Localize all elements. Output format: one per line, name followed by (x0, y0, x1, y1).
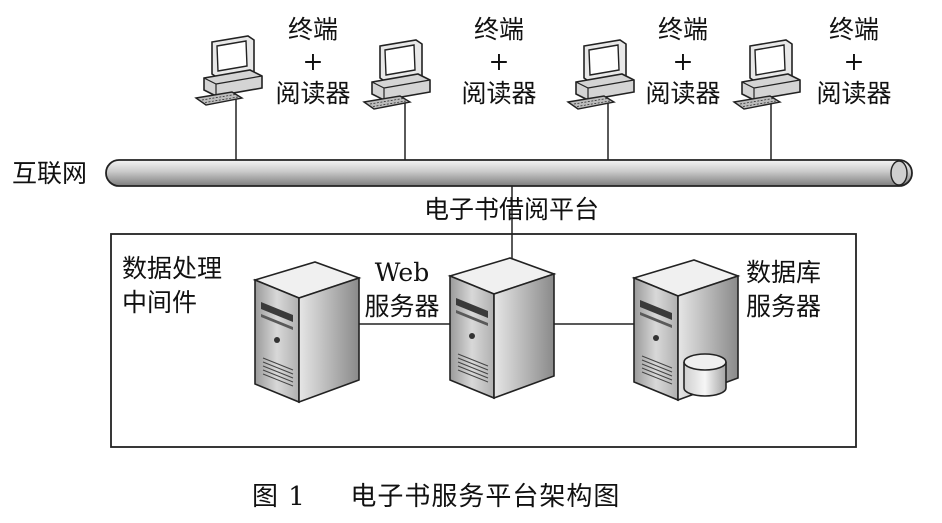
web-server-icon (449, 257, 555, 399)
terminal-label-4: 终端 + 阅读器 (816, 15, 892, 108)
figure-caption: 图 1 电子书服务平台架构图 (252, 476, 620, 513)
platform-boundary (110, 233, 857, 448)
internet-backbone (105, 159, 913, 187)
middleware-server-icon (254, 261, 360, 403)
terminal-computer-icon-2 (363, 39, 431, 110)
terminal-label-2: 终端 + 阅读器 (461, 15, 537, 108)
figure-number: 图 1 (252, 482, 306, 512)
terminal-computer-icon-3 (567, 39, 635, 110)
figure-title: 电子书服务平台架构图 (350, 482, 621, 512)
terminal-computer-icon-4 (733, 39, 801, 110)
terminal-computer-icon-1 (195, 35, 263, 106)
internet-label: 互联网 (12, 159, 88, 188)
terminal-label-3: 终端 + 阅读器 (645, 15, 721, 108)
middleware-label: 数据处理 中间件 (122, 254, 223, 317)
platform-label: 电子书借阅平台 (424, 195, 600, 224)
database-cylinder-icon (683, 353, 727, 397)
web-server-label: Web 服务器 (364, 258, 440, 321)
database-server-label: 数据库 服务器 (746, 258, 822, 321)
terminal-label-1: 终端 + 阅读器 (275, 15, 351, 108)
